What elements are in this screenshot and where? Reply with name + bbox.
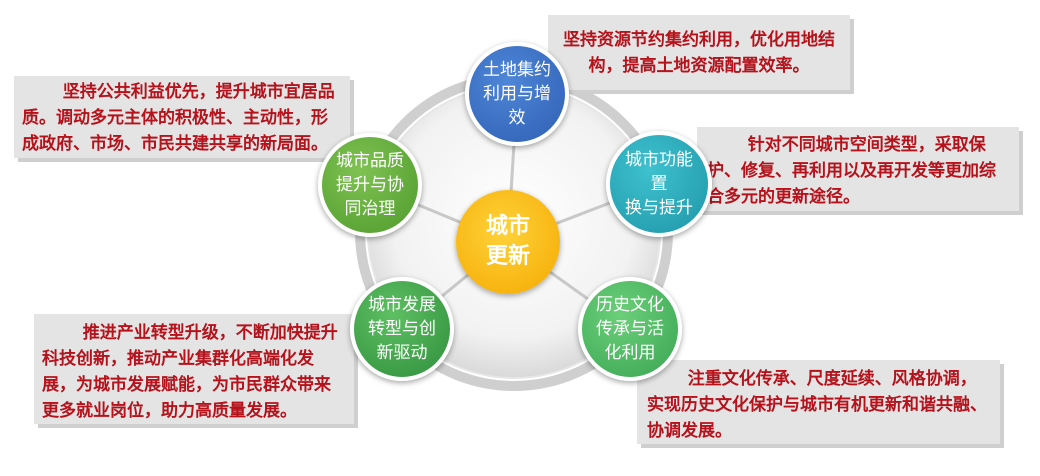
node-city-function-line1: 城市功能置 bbox=[625, 150, 693, 194]
node-city-quality-line3: 同治理 bbox=[344, 199, 396, 219]
text-box-top-right: 坚持资源节约集约利用，优化用地结构，提高土地资源配置效率。 bbox=[548, 15, 850, 90]
node-city-quality-line2: 提升与协 bbox=[336, 175, 404, 195]
node-city-function: 城市功能置 换与提升 bbox=[606, 131, 712, 237]
node-city-development-line1: 城市发展 bbox=[368, 295, 436, 315]
node-city-quality-line1: 城市品质 bbox=[336, 151, 404, 171]
node-land-use: 土地集约 利用与增 效 bbox=[465, 42, 569, 146]
node-history-culture-line2: 传承与活 bbox=[596, 319, 664, 339]
node-land-use-line2: 利用与增 bbox=[483, 84, 551, 104]
node-land-use-line1: 土地集约 bbox=[483, 60, 551, 80]
node-city-development-line3: 新驱动 bbox=[376, 343, 428, 363]
text-box-top-left-text: 坚持公共利益优先，提升城市宜居品质。调动多元主体的积极性、主动性，形成政府、市场… bbox=[22, 82, 335, 154]
text-box-bottom-right-text: 注重文化传承、尺度延续、风格协调，实现历史文化保护与城市有机更新和谐共融、协调发… bbox=[647, 369, 987, 441]
text-box-bottom-right: 注重文化传承、尺度延续、风格协调，实现历史文化保护与城市有机更新和谐共融、协调发… bbox=[637, 360, 1000, 444]
node-history-culture: 历史文化 传承与活 化利用 bbox=[578, 277, 682, 381]
text-box-left: 推进产业转型升级，不断加快提升科技创新，推动产业集群化高端化发展，为城市发展赋能… bbox=[34, 314, 354, 424]
text-box-top-right-text: 坚持资源节约集约利用，优化用地结构，提高土地资源配置效率。 bbox=[563, 30, 835, 76]
node-city-development: 城市发展 转型与创 新驱动 bbox=[350, 277, 454, 381]
center-line2: 更新 bbox=[485, 244, 530, 269]
node-city-quality: 城市品质 提升与协 同治理 bbox=[318, 133, 422, 237]
text-box-right-text: 针对不同城市空间类型，采取保护、修复、再利用以及再开发等更加综合多元的更新途径。 bbox=[707, 135, 996, 207]
text-box-right: 针对不同城市空间类型，采取保护、修复、再利用以及再开发等更加综合多元的更新途径。 bbox=[697, 127, 1019, 211]
node-history-culture-line1: 历史文化 bbox=[596, 295, 664, 315]
node-city-function-line2: 换与提升 bbox=[625, 198, 693, 218]
node-city-development-line2: 转型与创 bbox=[368, 319, 436, 339]
node-history-culture-line3: 化利用 bbox=[604, 343, 656, 363]
text-box-top-left: 坚持公共利益优先，提升城市宜居品质。调动多元主体的积极性、主动性，形成政府、市场… bbox=[14, 76, 350, 158]
node-center-urban-renewal: 城市 更新 bbox=[456, 190, 560, 294]
text-box-left-text: 推进产业转型升级，不断加快提升科技创新，推动产业集群化高端化发展，为城市发展赋能… bbox=[42, 323, 338, 421]
node-land-use-line3: 效 bbox=[508, 108, 526, 128]
center-line1: 城市 bbox=[485, 214, 530, 239]
